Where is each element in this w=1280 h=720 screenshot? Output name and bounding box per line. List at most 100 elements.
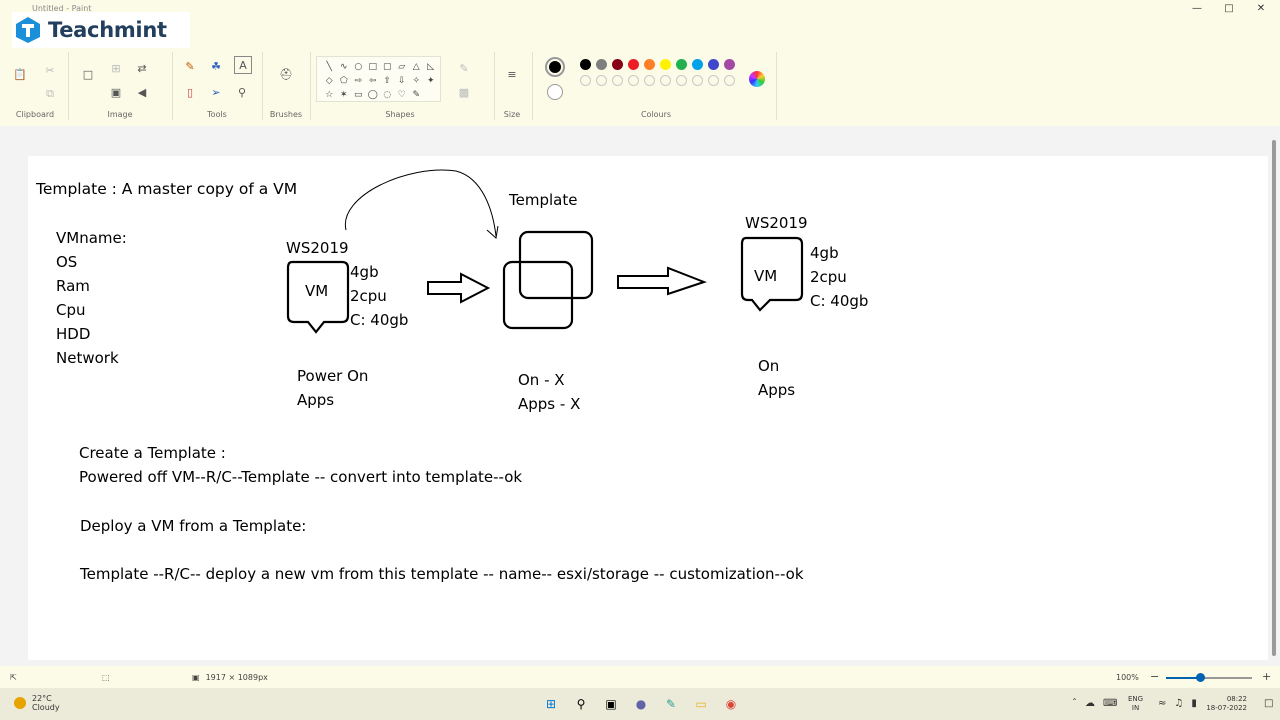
file-explorer-icon[interactable]: ▭ [695, 697, 707, 711]
taskbar-apps: ⊞ ⚲ ▣ ● ✎ ▭ ◉ [542, 695, 740, 713]
shape-option-icon[interactable]: ╲ [326, 62, 332, 72]
shape-option-icon[interactable]: ▭ [353, 90, 363, 100]
custom-colour-slot[interactable] [644, 75, 655, 86]
custom-colour-slot[interactable] [708, 75, 719, 86]
custom-colour-slot[interactable] [628, 75, 639, 86]
select-icon[interactable]: □ [82, 67, 94, 81]
shape-option-icon[interactable]: ⇧ [383, 76, 392, 86]
shape-option-icon[interactable]: ◌ [383, 90, 392, 100]
chrome-icon[interactable]: ◉ [725, 697, 737, 711]
paste-icon[interactable]: 📋 [13, 67, 27, 81]
colour-swatch[interactable] [580, 59, 591, 70]
language-indicator[interactable]: ENG IN [1128, 695, 1143, 713]
cut-icon[interactable]: ✂ [45, 63, 55, 77]
shape-option-icon[interactable]: ⬠ [339, 76, 348, 86]
custom-colour-slot[interactable] [724, 75, 735, 86]
drawing-canvas[interactable]: Template : A master copy of a VM VMname:… [28, 156, 1268, 660]
shape-option-icon[interactable]: □ [368, 62, 377, 72]
outline-icon[interactable]: ✎ [459, 61, 469, 75]
colour-1-selector[interactable] [545, 57, 565, 77]
fill-icon[interactable]: ☘ [211, 59, 221, 73]
paint-icon[interactable]: ✎ [665, 697, 677, 711]
chat-icon[interactable]: ● [635, 697, 647, 711]
rotate-icon[interactable]: ◀ [137, 85, 147, 99]
custom-colour-slot[interactable] [676, 75, 687, 86]
vm-prop-item: OS [56, 253, 78, 271]
resize-icon[interactable]: ⇄ [137, 61, 147, 75]
edit-colours-icon[interactable] [749, 71, 765, 87]
shape-option-icon[interactable]: ⇦ [368, 76, 377, 86]
microphone-icon[interactable]: ⌨ [1103, 698, 1118, 709]
colour-swatch[interactable] [676, 59, 687, 70]
colour-swatch[interactable] [580, 75, 591, 86]
shape-option-icon[interactable]: ✦ [426, 76, 435, 86]
minimize-icon[interactable]: — [1192, 3, 1202, 14]
shape-option-icon[interactable]: ✶ [339, 90, 348, 100]
search-icon[interactable]: ⚲ [576, 697, 586, 711]
shape-fill-icon[interactable]: ▩ [458, 85, 470, 99]
shape-option-icon[interactable]: ♡ [397, 90, 406, 100]
colour-swatch[interactable] [708, 59, 719, 70]
magnifier-icon[interactable]: ⚲ [237, 85, 247, 99]
close-icon[interactable]: ✕ [1256, 3, 1266, 14]
zoom-in-icon[interactable]: + [1262, 670, 1272, 683]
battery-icon[interactable]: ▮ [1191, 698, 1197, 709]
shape-option-icon[interactable]: ✎ [412, 90, 421, 100]
text-icon[interactable]: A [234, 56, 252, 74]
shape-option-icon[interactable]: ◺ [427, 62, 435, 72]
shape-option-icon[interactable]: ⇨ [354, 76, 363, 86]
line-size-icon[interactable]: ≡ [507, 67, 517, 81]
window-controls: — □ ✕ [1192, 3, 1266, 14]
brush-icon[interactable]: ⛑ [279, 67, 293, 81]
colour-swatch[interactable] [596, 59, 607, 70]
deploy-vm-steps: Template --R/C-- deploy a new vm from th… [80, 565, 804, 583]
maximize-icon[interactable]: □ [1224, 3, 1234, 14]
colour-2-selector[interactable] [547, 84, 563, 100]
windows-start-icon[interactable]: ⊞ [545, 697, 557, 711]
shape-option-icon[interactable]: ✧ [412, 76, 421, 86]
eraser-icon[interactable]: ▯ [186, 85, 194, 99]
cloud-icon[interactable]: ☁ [1085, 698, 1095, 709]
colour-swatch[interactable] [644, 59, 655, 70]
crop-icon[interactable]: ⊞ [111, 61, 121, 75]
shape-option-icon[interactable]: ◇ [325, 76, 333, 86]
shape-option-icon[interactable]: ⇩ [397, 76, 406, 86]
custom-colour-slot[interactable] [660, 75, 671, 86]
weather-widget[interactable]: 22°C Cloudy [14, 694, 60, 712]
system-tray: ˆ ☁ ⌨ [1072, 698, 1117, 709]
clock[interactable]: 08:22 18-07-2022 [1205, 695, 1247, 713]
zoom-slider-thumb[interactable] [1196, 673, 1205, 682]
template-square-back [518, 230, 594, 300]
image-icon[interactable]: ▣ [110, 85, 122, 99]
shapes-gallery[interactable]: ╲ ∿ ○ □ ▢ ▱ △ ◺ ◇ ⬠ ⇨ ⇦ ⇧ ⇩ ✧ ✦ ☆ ✶ ▭ ◯ ◌ ♡ ✎ [316, 56, 441, 102]
shape-option-icon[interactable]: △ [412, 62, 420, 72]
color-picker-icon[interactable]: ➢ [211, 85, 221, 99]
shape-option-icon[interactable]: ☆ [325, 90, 334, 100]
shape-option-icon[interactable]: ◯ [367, 90, 378, 100]
shape-option-icon[interactable]: ▱ [398, 62, 406, 72]
shape-option-icon[interactable]: ○ [354, 62, 363, 72]
chevron-up-icon[interactable]: ˆ [1072, 698, 1077, 709]
colour-swatch[interactable] [724, 59, 735, 70]
pencil-icon[interactable]: ✎ [185, 59, 195, 73]
task-view-icon[interactable]: ▣ [605, 697, 617, 711]
custom-colour-slot[interactable] [612, 75, 623, 86]
wifi-icon[interactable]: ≈ [1158, 698, 1167, 709]
notification-icon[interactable]: □ [1264, 698, 1274, 709]
deployed-vm-label: VM [754, 267, 778, 285]
vertical-scrollbar[interactable] [1272, 140, 1276, 656]
curved-arrow-head [486, 225, 499, 239]
colour-swatch[interactable] [628, 59, 639, 70]
volume-icon[interactable]: ♫ [1174, 698, 1184, 709]
custom-colour-slot[interactable] [596, 75, 607, 86]
zoom-slider[interactable] [1166, 677, 1252, 679]
custom-colour-slot[interactable] [692, 75, 703, 86]
colour-swatch[interactable] [660, 59, 671, 70]
shape-option-icon[interactable]: ∿ [339, 62, 348, 72]
image-group: □ ⊞ ⇄ ▣ ◀ Image [74, 50, 166, 125]
shape-option-icon[interactable]: ▢ [382, 62, 392, 72]
colour-swatch[interactable] [612, 59, 623, 70]
colour-swatch[interactable] [692, 59, 703, 70]
copy-icon[interactable]: ⧉ [46, 87, 54, 100]
zoom-out-icon[interactable]: − [1150, 670, 1160, 683]
